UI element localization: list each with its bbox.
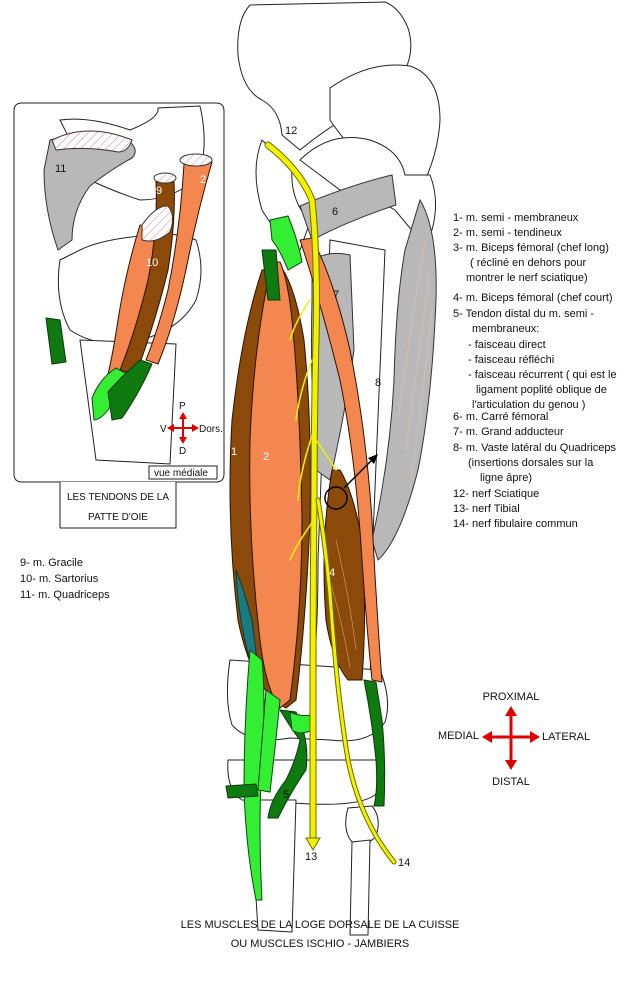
inset-label-2: 2 xyxy=(200,174,206,186)
inset-label-11: 11 xyxy=(55,163,66,175)
compass-medial: MEDIAL xyxy=(438,730,479,742)
label-7: 7 xyxy=(333,289,339,301)
compass-lateral: LATERAL xyxy=(542,731,590,743)
figure-caption-line1: LES MUSCLES DE LA LOGE DORSALE DE LA CUI… xyxy=(181,919,460,931)
tibial-nerve-arrowhead xyxy=(305,837,321,851)
nerve-branches xyxy=(289,299,337,561)
label-8: 8 xyxy=(375,377,381,389)
semitendinosus-muscle xyxy=(249,261,303,709)
quadratus-femoris-muscle xyxy=(299,174,397,241)
sciatic-nerve xyxy=(264,141,320,844)
legend-item: ( récliné en dehors pour xyxy=(470,257,587,269)
svg-text:V: V xyxy=(160,424,167,435)
legend-item: 5- Tendon distal du m. semi - xyxy=(453,308,594,320)
legend-item: montrer le nerf sciatique) xyxy=(466,272,588,284)
legend-item: (insertions dorsales sur la xyxy=(468,457,594,469)
orientation-compass: PROXIMAL MEDIAL LATERAL DISTAL xyxy=(438,691,590,788)
legend-item: 14- nerf fibulaire commun xyxy=(453,518,578,530)
legend-item: 12- nerf Sciatique xyxy=(453,488,539,500)
inset-caption-line2: PATTE D'OIE xyxy=(88,512,148,523)
legend-item: 6- m. Carré fémoral xyxy=(453,411,548,423)
inset-legend-item: 9- m. Gracile xyxy=(20,557,83,569)
vastus-lateralis-muscle xyxy=(371,198,437,561)
inset-legend-item: 10- m. Sartorius xyxy=(20,573,99,585)
ischial-tendon-origin-dark xyxy=(261,249,281,301)
inset-legend-item: 11- m. Quadriceps xyxy=(20,589,110,601)
svg-text:P: P xyxy=(179,401,186,412)
label-6: 6 xyxy=(332,206,338,218)
label-3: 3 xyxy=(337,443,343,455)
label-4: 4 xyxy=(329,567,335,579)
legend-item: 13- nerf Tibial xyxy=(453,503,520,515)
svg-text:Dors.: Dors. xyxy=(199,424,223,435)
inset-panel: 11 9 2 10 P D V Dors. vue médiale LES TE… xyxy=(13,102,225,529)
legend-item: 1- m. semi - membraneux xyxy=(453,212,579,224)
label-1: 1 xyxy=(231,446,237,458)
legend-item: ligne âpre) xyxy=(480,472,532,484)
inset-view-label: vue médiale xyxy=(154,468,208,479)
inset-orientation-cross: P D V Dors. xyxy=(160,401,223,457)
compass-distal: DISTAL xyxy=(492,776,530,788)
inset-label-10: 10 xyxy=(146,257,158,269)
biceps-distal-tendon xyxy=(363,679,386,807)
label-13: 13 xyxy=(305,851,317,863)
biceps-femoris-long-head xyxy=(299,237,383,683)
semitendinosus-tendon xyxy=(257,689,281,793)
recurrent-bundle-pointer xyxy=(324,454,378,510)
legend-item: - faisceau réfléchi xyxy=(468,354,554,366)
legend-item: 8- m. Vaste latéral du Quadriceps xyxy=(453,442,617,454)
legend-item: 7- m. Grand adducteur xyxy=(453,426,564,438)
inset-caption-line1: LES TENDONS DE LA xyxy=(67,492,169,503)
label-14: 14 xyxy=(398,857,410,869)
legend-item: membraneux: xyxy=(472,323,539,335)
popliteal-oblique-ligament xyxy=(225,783,259,799)
common-fibular-nerve xyxy=(315,497,397,865)
svg-text:D: D xyxy=(179,446,186,457)
semimembranosus-tendon-5 xyxy=(267,709,308,819)
legend-item: - faisceau récurrent ( qui est le xyxy=(468,369,617,381)
legend-item: 3- m. Biceps fémoral (chef long) xyxy=(453,242,609,254)
label-5: 5 xyxy=(283,789,289,801)
legend-item: l'articulation du genou ) xyxy=(472,399,585,411)
label-2: 2 xyxy=(263,451,269,463)
legend-item: 4- m. Biceps fémoral (chef court) xyxy=(453,292,613,304)
figure-caption-line2: OU MUSCLES ISCHIO - JAMBIERS xyxy=(231,938,409,950)
legend-item: - faisceau direct xyxy=(468,339,546,351)
inset-legend: 9- m. Gracile 10- m. Sartorius 11- m. Qu… xyxy=(20,557,110,601)
ischial-tendon-origin xyxy=(269,215,303,271)
inset-label-9: 9 xyxy=(156,185,162,197)
compass-proximal: PROXIMAL xyxy=(483,691,540,703)
legend-item: 2- m. semi - tendineux xyxy=(453,227,562,239)
label-12: 12 xyxy=(285,125,297,137)
legend-item: ligament poplité oblique de xyxy=(476,384,607,396)
main-legend: 1- m. semi - membraneux 2- m. semi - ten… xyxy=(453,212,617,530)
